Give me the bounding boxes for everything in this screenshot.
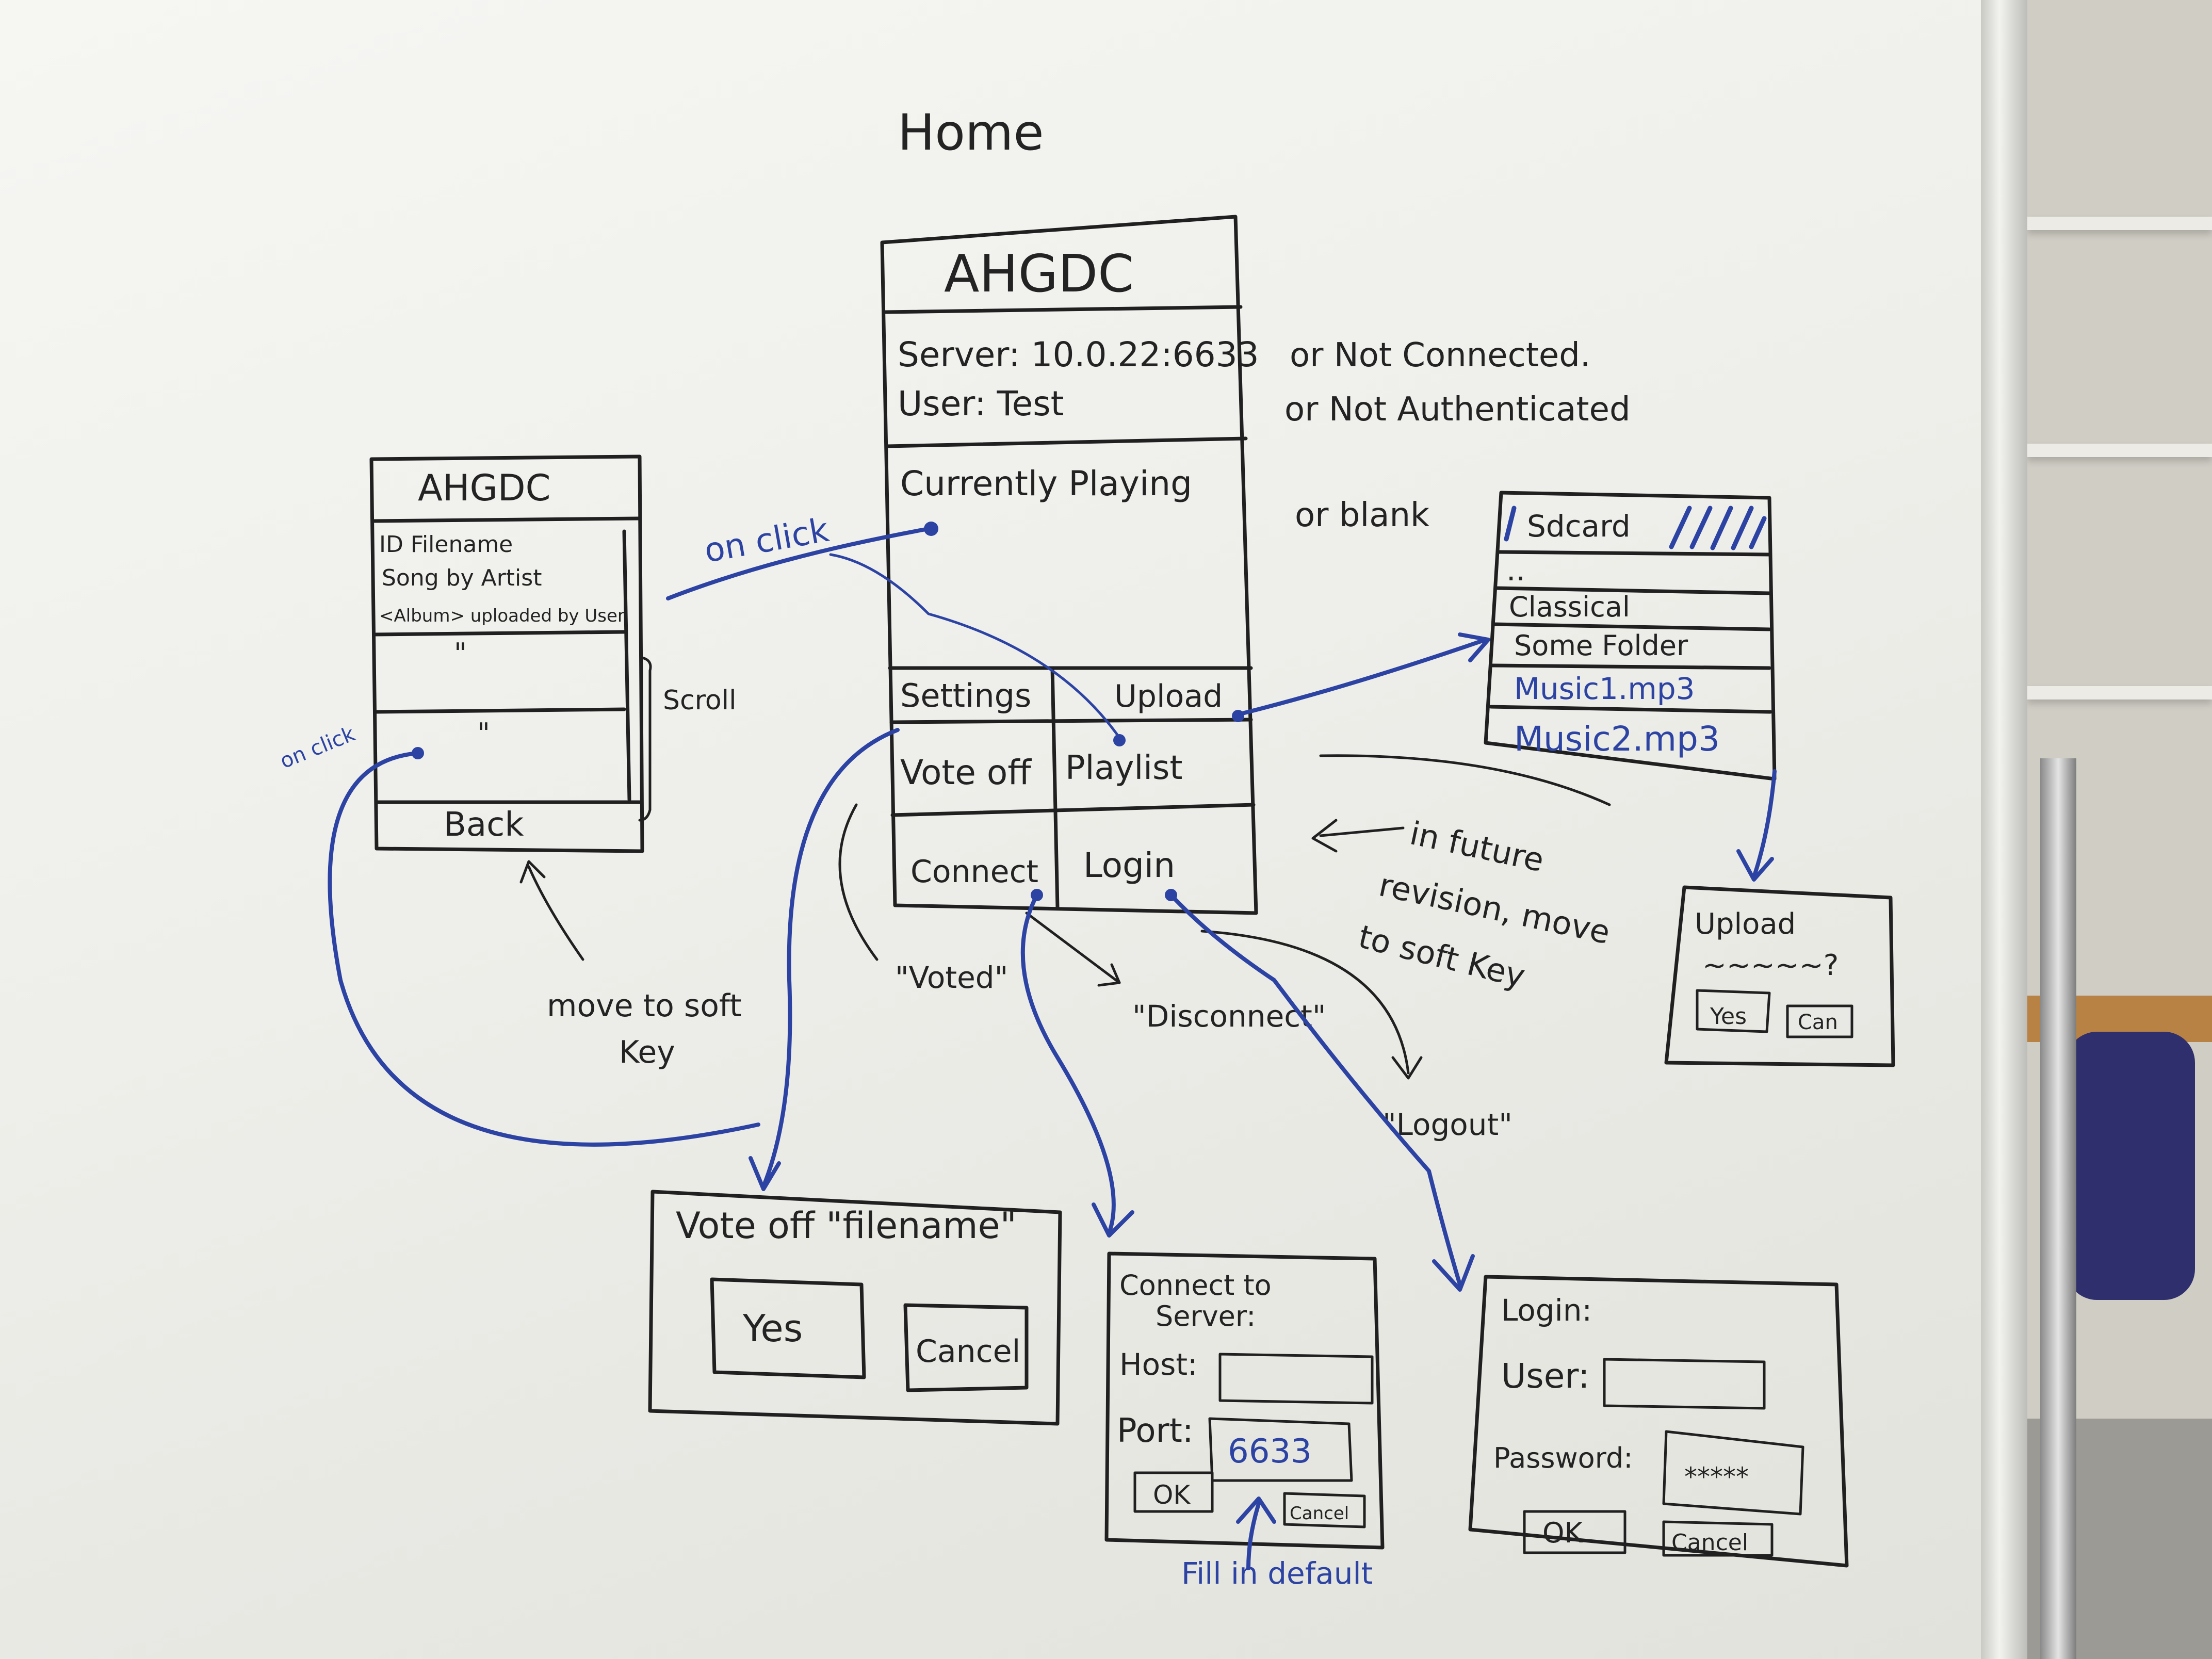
stand-pole <box>2040 758 2076 1659</box>
black-connectors <box>838 754 1611 1080</box>
browser-item-classical[interactable]: Classical <box>1509 591 1630 623</box>
scroll-note: Scroll <box>663 685 737 716</box>
on-click-note-1: on click <box>702 511 832 571</box>
browser-item-up[interactable]: .. <box>1506 552 1525 588</box>
home-app-title: AHGDC <box>944 243 1134 304</box>
host-label: Host: <box>1119 1347 1198 1382</box>
login-user-label: User: <box>1501 1356 1590 1396</box>
playlist-button[interactable]: Playlist <box>1065 749 1182 787</box>
playlist-title: AHGDC <box>418 467 551 509</box>
home-heading: Home <box>898 104 1044 161</box>
soft-key-note: move to soft <box>547 988 742 1024</box>
connect-dialog: Connect to Server: Host: Port: 6633 OK C… <box>1104 1251 1385 1550</box>
alt-playing-note: or blank <box>1295 496 1429 534</box>
disconnect-note: "Disconnect" <box>1132 999 1326 1034</box>
host-input[interactable] <box>1218 1353 1374 1405</box>
soft-key-note-2: Key <box>619 1034 675 1070</box>
browser-item-music2[interactable]: Music2.mp3 <box>1514 719 1720 759</box>
port-value: 6633 <box>1228 1433 1312 1471</box>
home-screen: AHGDC Server: 10.0.22:6633 User: Test Cu… <box>880 215 1259 915</box>
vote-off-button[interactable]: Vote off <box>900 753 1032 792</box>
playlist-screen: AHGDC ID Filename Song by Artist <Album>… <box>369 454 644 853</box>
login-dialog-title: Login: <box>1501 1293 1592 1328</box>
upload-question: ~~~~~? <box>1702 949 1839 982</box>
voted-note: "Voted" <box>895 960 1008 995</box>
alt-server-note: or Not Connected. <box>1290 336 1590 375</box>
password-input[interactable] <box>1662 1430 1804 1516</box>
connect-title-1: Connect to <box>1119 1269 1272 1302</box>
vote-off-dialog: Vote off "filename" Yes Cancel <box>648 1190 1062 1426</box>
browser-item-some-folder[interactable]: Some Folder <box>1514 629 1688 662</box>
connect-button[interactable]: Connect <box>910 854 1038 890</box>
server-line: Server: 10.0.22:6633 <box>898 335 1259 375</box>
file-browser: Sdcard .. Classical Some Folder Music1.m… <box>1484 491 1777 781</box>
connect-title-2: Server: <box>1156 1300 1256 1332</box>
password-label: Password: <box>1493 1442 1633 1474</box>
vote-cancel-button[interactable]: Cancel <box>916 1333 1020 1370</box>
row-filename: ID Filename <box>379 531 513 558</box>
port-input[interactable] <box>1208 1417 1353 1482</box>
connect-ok-button[interactable]: OK <box>1153 1480 1191 1510</box>
office-chair <box>2066 1032 2195 1300</box>
back-button[interactable]: Back <box>444 806 524 844</box>
browser-item-music1[interactable]: Music1.mp3 <box>1514 671 1695 706</box>
logout-note: "Logout" <box>1382 1107 1512 1142</box>
alt-user-note: or Not Authenticated <box>1284 391 1631 429</box>
fill-default-note: Fill in default <box>1181 1556 1373 1591</box>
login-user-input[interactable] <box>1603 1358 1766 1410</box>
port-label: Port: <box>1117 1412 1193 1450</box>
shelf <box>2027 686 2212 700</box>
ditto-row-2: " <box>454 637 467 670</box>
on-click-note-2: on click <box>277 722 359 773</box>
login-button[interactable]: Login <box>1083 845 1175 885</box>
password-value: ***** <box>1684 1462 1749 1492</box>
connect-cancel-button[interactable]: Cancel <box>1290 1503 1349 1524</box>
vote-yes-button[interactable]: Yes <box>742 1307 803 1350</box>
ditto-row-3: " <box>477 717 490 750</box>
upload-yes-button[interactable]: Yes <box>1710 1003 1747 1030</box>
upload-dialog: Upload ~~~~~? Yes Can <box>1664 885 1895 1067</box>
login-ok-button[interactable]: OK <box>1542 1517 1584 1549</box>
shelf <box>2027 217 2212 230</box>
row-album: <Album> uploaded by User <box>379 606 625 626</box>
login-cancel-button[interactable]: Cancel <box>1671 1530 1748 1556</box>
settings-button[interactable]: Settings <box>900 677 1031 714</box>
future-note-1: in future <box>1407 814 1548 879</box>
user-line: User: Test <box>898 384 1064 424</box>
upload-cancel-button[interactable]: Can <box>1798 1011 1838 1034</box>
vote-dialog-title: Vote off "filename" <box>676 1205 1017 1247</box>
shelf <box>2027 444 2212 457</box>
login-dialog: Login: User: Password: ***** OK Cancel <box>1468 1275 1849 1568</box>
row-song: Song by Artist <box>382 565 542 591</box>
upload-button[interactable]: Upload <box>1114 678 1223 714</box>
currently-playing-label: Currently Playing <box>900 464 1192 503</box>
blue-connectors <box>328 522 1777 1570</box>
upload-dialog-title: Upload <box>1695 907 1796 941</box>
whiteboard-frame <box>1981 0 2027 1659</box>
sdcard-header: Sdcard <box>1527 509 1631 544</box>
